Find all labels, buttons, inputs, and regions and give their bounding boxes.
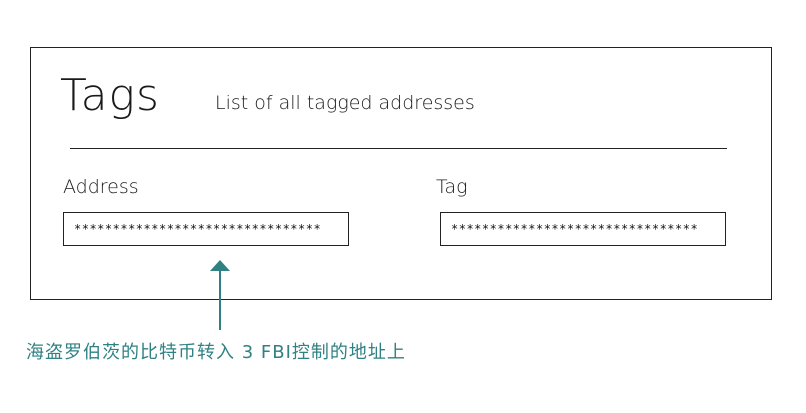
page-title: Tags: [60, 70, 160, 121]
tag-label: Tag: [436, 176, 468, 198]
address-label: Address: [63, 176, 139, 198]
annotation-caption: 海盗罗伯茨的比特币转入 3 FBI控制的地址上: [26, 342, 406, 363]
header-divider: [70, 148, 727, 149]
address-field[interactable]: [63, 212, 349, 246]
annotation-arrow-icon: [210, 260, 230, 330]
tag-field[interactable]: [440, 212, 726, 246]
page-subtitle: List of all tagged addresses: [215, 92, 475, 114]
tags-panel: [30, 47, 772, 300]
